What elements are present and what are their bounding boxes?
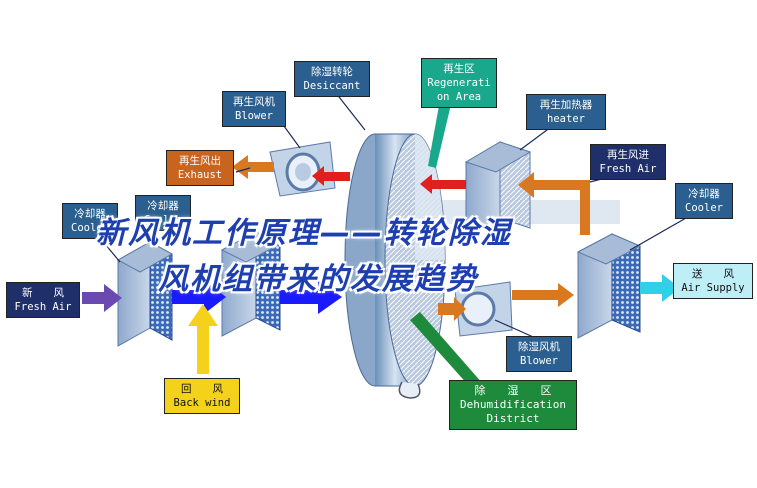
regen-heater-unit: [464, 141, 532, 239]
label-air-supply-cn: 送 风: [692, 268, 734, 280]
label-dehum-blower-en: Blower: [520, 355, 558, 367]
label-regen-heater-en: heater: [547, 113, 585, 125]
label-air-supply: 送 风 Air Supply: [673, 263, 753, 299]
label-regen-area-en1: Regenerati: [427, 77, 491, 89]
cooler-mid-unit: [220, 231, 282, 337]
label-fresh-air: 新 风 Fresh Air: [6, 282, 80, 318]
teal-callout-pointer: [428, 100, 452, 168]
label-regen-fresh-en: Fresh Air: [599, 163, 657, 175]
dehum-blower-unit: [454, 281, 513, 337]
label-regen-blower-en: Blower: [235, 110, 273, 122]
arrow-wheel-to-blower: [312, 166, 350, 186]
label-exhaust: 再生风出 Exhaust: [166, 150, 234, 186]
label-regen-heater: 再生加热器 heater: [526, 94, 606, 130]
label-cooler-left: 冷却器 Cooler: [62, 203, 118, 239]
label-back-wind: 回 风 Back wind: [164, 378, 240, 414]
label-desiccant-en: Desiccant: [303, 80, 361, 92]
label-cooler-right-cn: 冷却器: [688, 188, 720, 200]
label-dehum-district-en2: District: [486, 412, 540, 425]
label-desiccant-cn: 除湿转轮: [311, 66, 353, 78]
label-air-supply-en: Air Supply: [681, 282, 745, 294]
label-regen-blower-cn: 再生风机: [233, 96, 275, 108]
label-back-wind-en: Back wind: [173, 397, 231, 409]
label-fresh-air-en: Fresh Air: [14, 301, 72, 313]
arrow-fresh-in: [82, 284, 122, 312]
wheel-drive: [398, 381, 421, 399]
desiccant-wheel: [344, 133, 446, 387]
arrow-process-1: [172, 280, 226, 314]
label-desiccant: 除湿转轮 Desiccant: [294, 61, 370, 97]
label-cooler-left-cn: 冷却器: [74, 208, 106, 220]
label-regen-fresh: 再生风进 Fresh Air: [590, 144, 666, 180]
label-cooler-right-en: Cooler: [685, 202, 723, 214]
label-regen-fresh-cn: 再生风进: [607, 149, 649, 161]
arrow-exhaust: [232, 155, 274, 179]
label-dehum-blower: 除湿风机 Blower: [506, 336, 572, 372]
arrow-wheel-to-dehum-blower: [438, 297, 466, 321]
label-exhaust-en: Exhaust: [177, 169, 223, 181]
label-regen-area-en2: on Area: [436, 91, 482, 103]
label-cooler-mid-en: Cooler: [144, 214, 182, 226]
arrow-dehum-to-cooler: [512, 283, 574, 307]
label-dehum-district-en1: Dehumidification: [460, 398, 566, 411]
label-dehum-blower-cn: 除湿风机: [518, 341, 560, 353]
label-cooler-right: 冷却器 Cooler: [675, 183, 733, 219]
label-regen-heater-cn: 再生加热器: [539, 99, 593, 111]
arrow-regen-to-wheel: [420, 174, 466, 194]
arrow-process-2: [280, 280, 342, 314]
overlay-title-line1: 新风机工作原理——转轮除湿: [96, 216, 512, 251]
cooler-left-unit: [116, 241, 174, 347]
label-back-wind-cn: 回 风: [181, 383, 223, 395]
label-regen-blower: 再生风机 Blower: [222, 91, 286, 127]
label-dehum-district: 除 湿 区 Dehumidification District: [449, 380, 577, 430]
cooler-right-unit: [576, 233, 642, 339]
label-regen-area: 再生区 Regenerati on Area: [421, 58, 497, 108]
label-regen-area-cn: 再生区: [443, 63, 475, 75]
label-dehum-district-cn: 除 湿 区: [474, 384, 552, 397]
green-callout-pointer: [410, 312, 490, 396]
label-cooler-left-en: Cooler: [71, 222, 109, 234]
arrow-regen-fresh-in: [518, 172, 590, 235]
label-cooler-mid-cn: 冷却器: [147, 200, 179, 212]
arrow-supply-out: [640, 274, 680, 302]
label-fresh-air-cn: 新 风: [22, 287, 64, 299]
arrow-back-wind: [188, 304, 218, 374]
regen-blower-unit: [269, 141, 336, 197]
label-exhaust-cn: 再生风出: [179, 155, 221, 167]
label-cooler-mid: 冷却器 Cooler: [135, 195, 191, 231]
overlay-title-line2: 风机组带来的发展趋势: [158, 262, 478, 297]
